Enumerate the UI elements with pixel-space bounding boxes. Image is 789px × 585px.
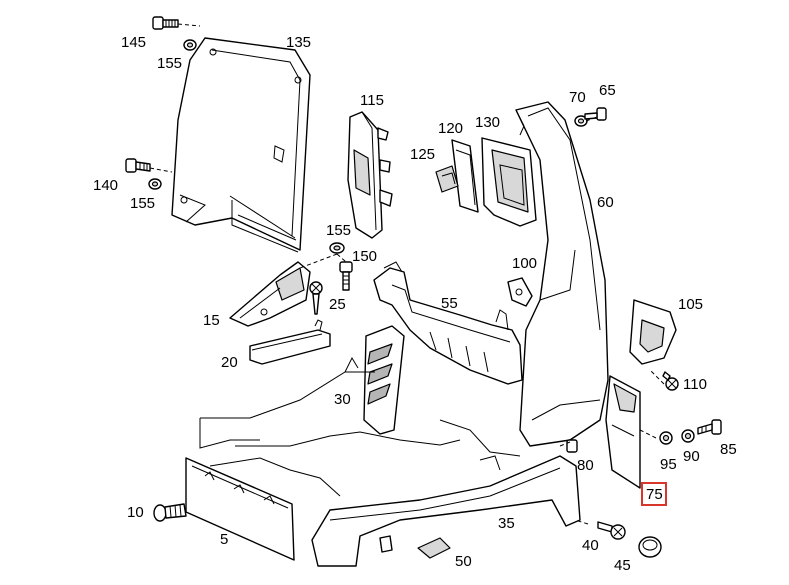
- label-45[interactable]: 45: [614, 557, 631, 574]
- part-30-vent-grille[interactable]: [363, 325, 405, 435]
- label-50[interactable]: 50: [455, 553, 472, 570]
- label-40[interactable]: 40: [582, 537, 599, 554]
- label-35[interactable]: 35: [498, 515, 515, 532]
- label-155-b[interactable]: 155: [130, 195, 155, 212]
- label-85[interactable]: 85: [720, 441, 737, 458]
- label-60[interactable]: 60: [597, 194, 614, 211]
- label-80[interactable]: 80: [577, 457, 594, 474]
- part-45-cap[interactable]: [638, 536, 662, 558]
- label-110[interactable]: 110: [683, 376, 707, 393]
- label-145[interactable]: 145: [121, 34, 146, 51]
- part-35-lower-rail[interactable]: [311, 455, 581, 567]
- part-70-washer[interactable]: [574, 115, 588, 127]
- part-150-screw[interactable]: [339, 261, 353, 291]
- part-155-washer-c[interactable]: [329, 242, 345, 254]
- part-100-bracket[interactable]: [507, 277, 533, 307]
- base-floor-tub: [199, 356, 521, 497]
- part-85-bolt[interactable]: [697, 419, 722, 435]
- part-140-screw[interactable]: [125, 158, 151, 173]
- part-90-washer[interactable]: [681, 429, 695, 443]
- label-120[interactable]: 120: [438, 120, 463, 137]
- label-65[interactable]: 65: [599, 82, 616, 99]
- part-120-bracket[interactable]: [451, 139, 479, 213]
- part-5-front-panel[interactable]: [185, 457, 295, 561]
- part-105-cover[interactable]: [629, 299, 677, 365]
- label-125[interactable]: 125: [410, 146, 435, 163]
- label-155-c[interactable]: 155: [326, 222, 351, 239]
- part-25-screw[interactable]: [309, 281, 323, 315]
- part-65-screw[interactable]: [584, 107, 607, 121]
- part-55-cross-member[interactable]: [373, 261, 523, 385]
- label-25[interactable]: 25: [329, 296, 346, 313]
- part-75-end-cap[interactable]: [605, 375, 641, 489]
- part-145-screw[interactable]: [152, 16, 179, 30]
- label-130[interactable]: 130: [475, 114, 500, 131]
- label-10[interactable]: 10: [127, 504, 144, 521]
- label-55[interactable]: 55: [441, 295, 458, 312]
- label-5[interactable]: 5: [220, 531, 228, 548]
- label-70[interactable]: 70: [569, 89, 586, 106]
- label-15[interactable]: 15: [203, 312, 220, 329]
- part-80-screw[interactable]: [566, 439, 578, 453]
- label-115[interactable]: 115: [360, 92, 384, 109]
- label-95[interactable]: 95: [660, 456, 677, 473]
- label-20[interactable]: 20: [221, 354, 238, 371]
- part-115-trim-cover[interactable]: [347, 111, 393, 239]
- part-155-washer-a[interactable]: [183, 39, 197, 51]
- label-150[interactable]: 150: [352, 248, 377, 265]
- callout-labels: 145 155 135 140 155 115 120 130 125 70 6…: [93, 34, 737, 574]
- part-50-clip[interactable]: [417, 537, 451, 559]
- label-30[interactable]: 30: [334, 391, 351, 408]
- part-10-push-pin[interactable]: [153, 503, 187, 522]
- part-110-screw[interactable]: [662, 371, 679, 391]
- part-125-clip[interactable]: [435, 165, 459, 193]
- highlight-box-75: [641, 482, 667, 506]
- part-15-bracket[interactable]: [229, 261, 311, 327]
- part-155-washer-b[interactable]: [148, 178, 162, 190]
- part-95-nut[interactable]: [659, 431, 673, 445]
- part-40-screw[interactable]: [597, 521, 626, 540]
- label-75[interactable]: 75: [646, 486, 663, 503]
- part-135-backrest-panel[interactable]: [171, 37, 311, 253]
- label-100[interactable]: 100: [512, 255, 537, 272]
- label-155-a[interactable]: 155: [157, 55, 182, 72]
- leader-lines: [149, 23, 665, 525]
- label-105[interactable]: 105: [678, 296, 703, 313]
- part-130-frame[interactable]: [481, 137, 537, 227]
- label-140[interactable]: 140: [93, 177, 118, 194]
- part-20-trim-strip[interactable]: [249, 319, 331, 365]
- label-135[interactable]: 135: [286, 34, 311, 51]
- label-90[interactable]: 90: [683, 448, 700, 465]
